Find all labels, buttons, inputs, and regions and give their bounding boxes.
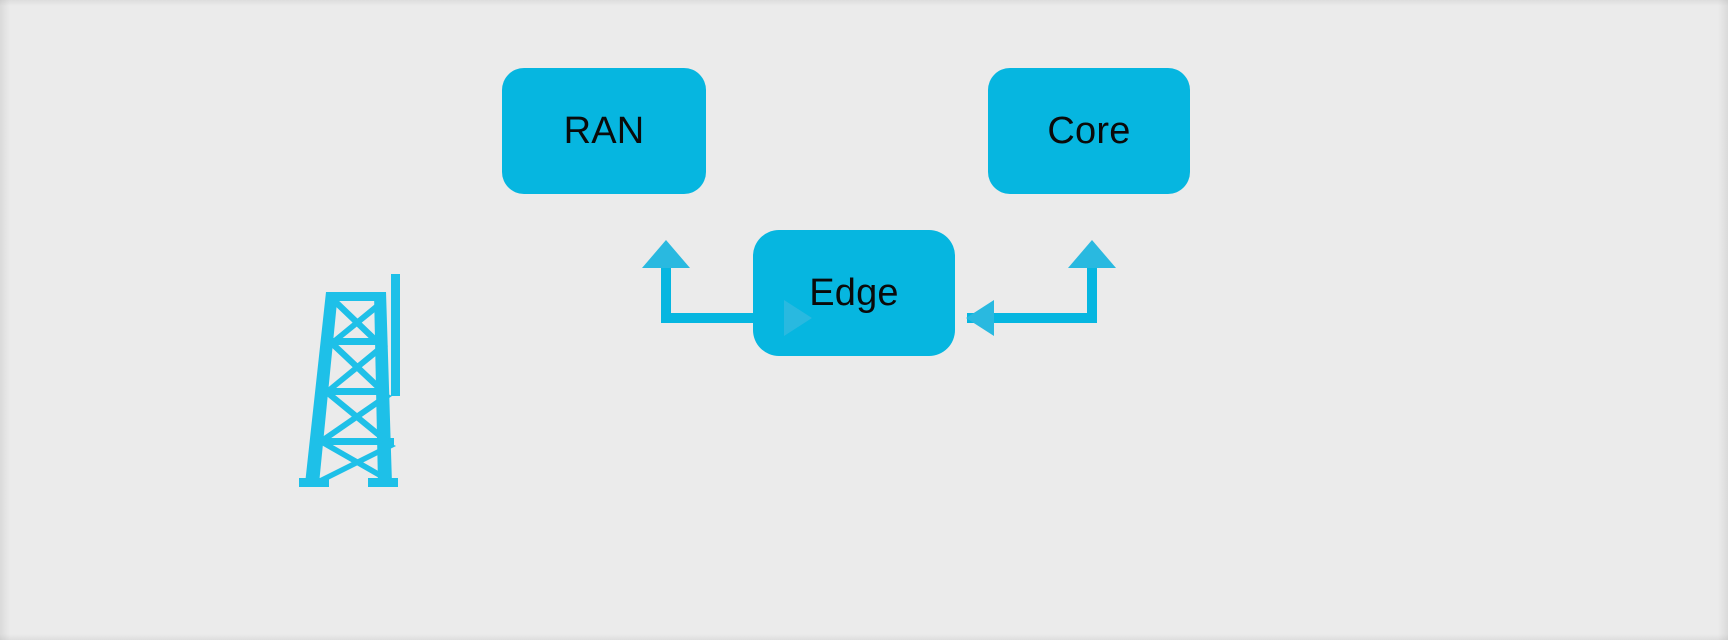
node-core[interactable]: Core (988, 68, 1190, 194)
node-edge-label: Edge (809, 272, 899, 314)
node-ran-label: RAN (563, 110, 645, 152)
arrowhead-left-edge (966, 300, 994, 336)
connector-core-edge[interactable] (966, 240, 1116, 336)
node-ran[interactable]: RAN (502, 68, 706, 194)
node-core-label: Core (1047, 110, 1131, 152)
arrowhead-up-ran (642, 240, 690, 268)
connector-ran-edge[interactable] (642, 240, 812, 336)
cell-tower-icon (296, 266, 416, 492)
arrowhead-up-core (1068, 240, 1116, 268)
arrowhead-right-edge (784, 300, 812, 336)
node-edge[interactable]: Edge (753, 230, 955, 356)
